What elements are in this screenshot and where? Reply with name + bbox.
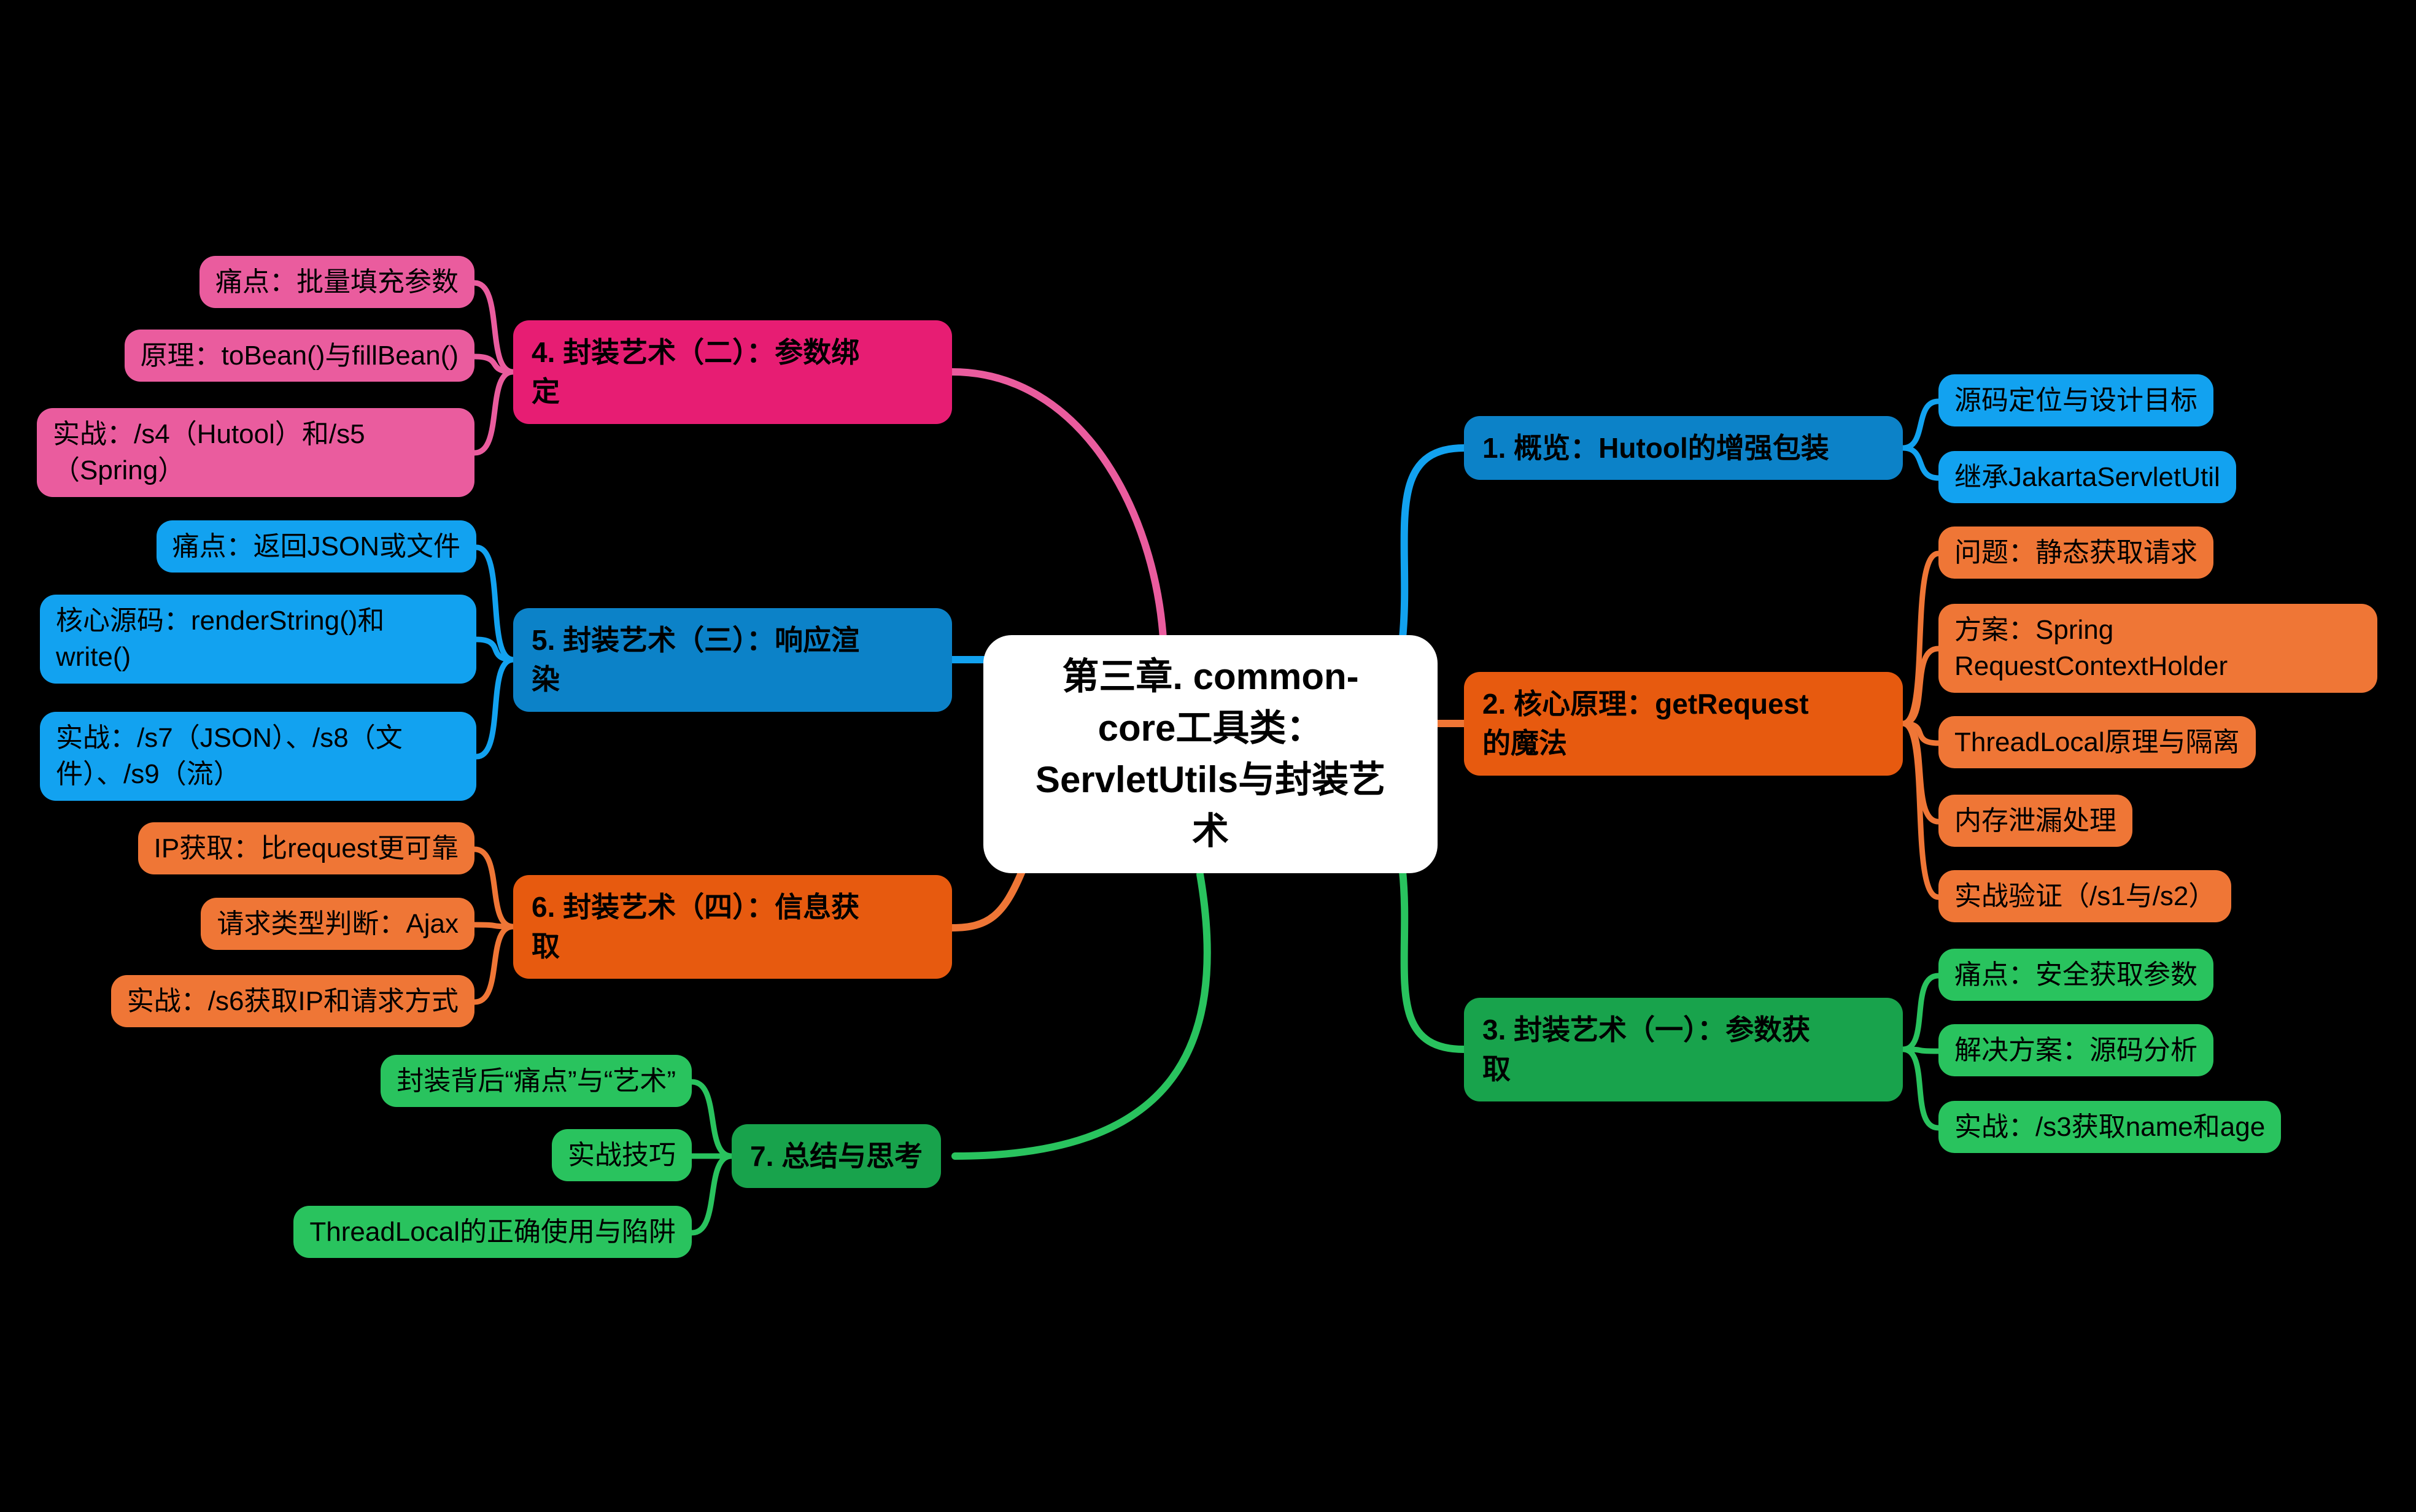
edge-branch-7-child-1 — [689, 1079, 735, 1159]
edge-branch-5-child-2 — [473, 636, 516, 663]
edge-center-branch-1 — [1399, 444, 1468, 642]
edge-center-branch-7 — [951, 871, 1211, 1160]
edge-branch-2-child-4 — [1900, 720, 1942, 825]
branch-3-child-3[interactable]: 实战：/s3获取name和age — [1938, 1101, 2282, 1154]
branch-1-topic[interactable]: 1. 概览：Hutool的增强包装 — [1464, 416, 1903, 480]
branch-7-child-3[interactable]: ThreadLocal的正确使用与陷阱 — [293, 1206, 692, 1259]
edge-branch-1-child-1 — [1900, 398, 1942, 451]
central-topic[interactable]: 第三章. common- core工具类： ServletUtils与封装艺 术 — [983, 635, 1438, 873]
branch-2-child-2[interactable]: 方案：Spring RequestContextHolder — [1938, 604, 2377, 693]
edge-branch-6-child-3 — [471, 924, 516, 1005]
branch-3-topic[interactable]: 3. 封装艺术（一）：参数获 取 — [1464, 998, 1903, 1101]
edge-branch-3-child-1 — [1900, 973, 1942, 1052]
branch-2-child-3[interactable]: ThreadLocal原理与隔离 — [1938, 716, 2256, 769]
edge-branch-2-child-3 — [1900, 720, 1942, 746]
branch-6-topic[interactable]: 6. 封装艺术（四）：信息获 取 — [513, 875, 952, 979]
edge-branch-2-child-5 — [1900, 720, 1942, 900]
edge-center-branch-4 — [948, 368, 1167, 642]
branch-5-child-2[interactable]: 核心源码：renderString()和 write() — [40, 595, 476, 684]
edge-branch-5-child-1 — [473, 544, 516, 663]
edge-branch-5-child-3 — [473, 657, 516, 760]
edge-branch-6-child-1 — [471, 846, 516, 930]
edge-branch-4-child-2 — [471, 353, 516, 375]
edge-center-branch-3 — [1399, 868, 1468, 1053]
branch-7-child-2[interactable]: 实战技巧 — [552, 1129, 692, 1182]
edge-branch-6-child-2 — [471, 922, 516, 930]
edge-branch-4-child-1 — [471, 280, 516, 375]
branch-2-topic[interactable]: 2. 核心原理：getRequest 的魔法 — [1464, 672, 1903, 776]
branch-6-child-3[interactable]: 实战：/s6获取IP和请求方式 — [110, 975, 474, 1028]
branch-2-child-5[interactable]: 实战验证（/s1与/s2） — [1938, 870, 2232, 923]
edge-branch-7-child-3 — [689, 1153, 735, 1236]
branch-5-child-3[interactable]: 实战：/s7（JSON）、/s8（文 件）、/s9（流） — [40, 712, 476, 801]
branch-3-child-2[interactable]: 解决方案：源码分析 — [1938, 1024, 2213, 1077]
branch-2-child-4[interactable]: 内存泄漏处理 — [1938, 795, 2132, 847]
edge-branch-4-child-3 — [471, 369, 516, 456]
edge-center-branch-6 — [948, 868, 1026, 932]
branch-4-child-3[interactable]: 实战：/s4（Hutool）和/s5 （Spring） — [37, 408, 474, 497]
branch-5-child-1[interactable]: 痛点：返回JSON或文件 — [156, 520, 476, 573]
branch-7-topic[interactable]: 7. 总结与思考 — [732, 1124, 942, 1189]
branch-6-child-2[interactable]: 请求类型判断：Ajax — [201, 898, 474, 951]
branch-4-child-1[interactable]: 痛点：批量填充参数 — [199, 256, 474, 309]
edge-branch-3-child-2 — [1900, 1046, 1942, 1054]
branch-1-child-2[interactable]: 继承JakartaServletUtil — [1938, 451, 2236, 504]
edge-branch-1-child-2 — [1900, 445, 1942, 481]
branch-5-topic[interactable]: 5. 封装艺术（三）：响应渲 染 — [513, 608, 952, 712]
branch-4-child-2[interactable]: 原理：toBean()与fillBean() — [124, 330, 474, 382]
edge-branch-3-child-3 — [1900, 1046, 1942, 1131]
edge-branch-2-child-2 — [1900, 646, 1942, 727]
branch-3-child-1[interactable]: 痛点：安全获取参数 — [1938, 949, 2213, 1001]
edge-branch-2-child-1 — [1900, 550, 1942, 727]
branch-2-child-1[interactable]: 问题：静态获取请求 — [1938, 526, 2213, 579]
branch-4-topic[interactable]: 4. 封装艺术（二）：参数绑 定 — [513, 320, 952, 424]
branch-6-child-1[interactable]: IP获取：比request更可靠 — [137, 822, 474, 875]
branch-7-child-1[interactable]: 封装背后“痛点”与“艺术” — [381, 1055, 692, 1108]
branch-1-child-1[interactable]: 源码定位与设计目标 — [1938, 374, 2213, 427]
